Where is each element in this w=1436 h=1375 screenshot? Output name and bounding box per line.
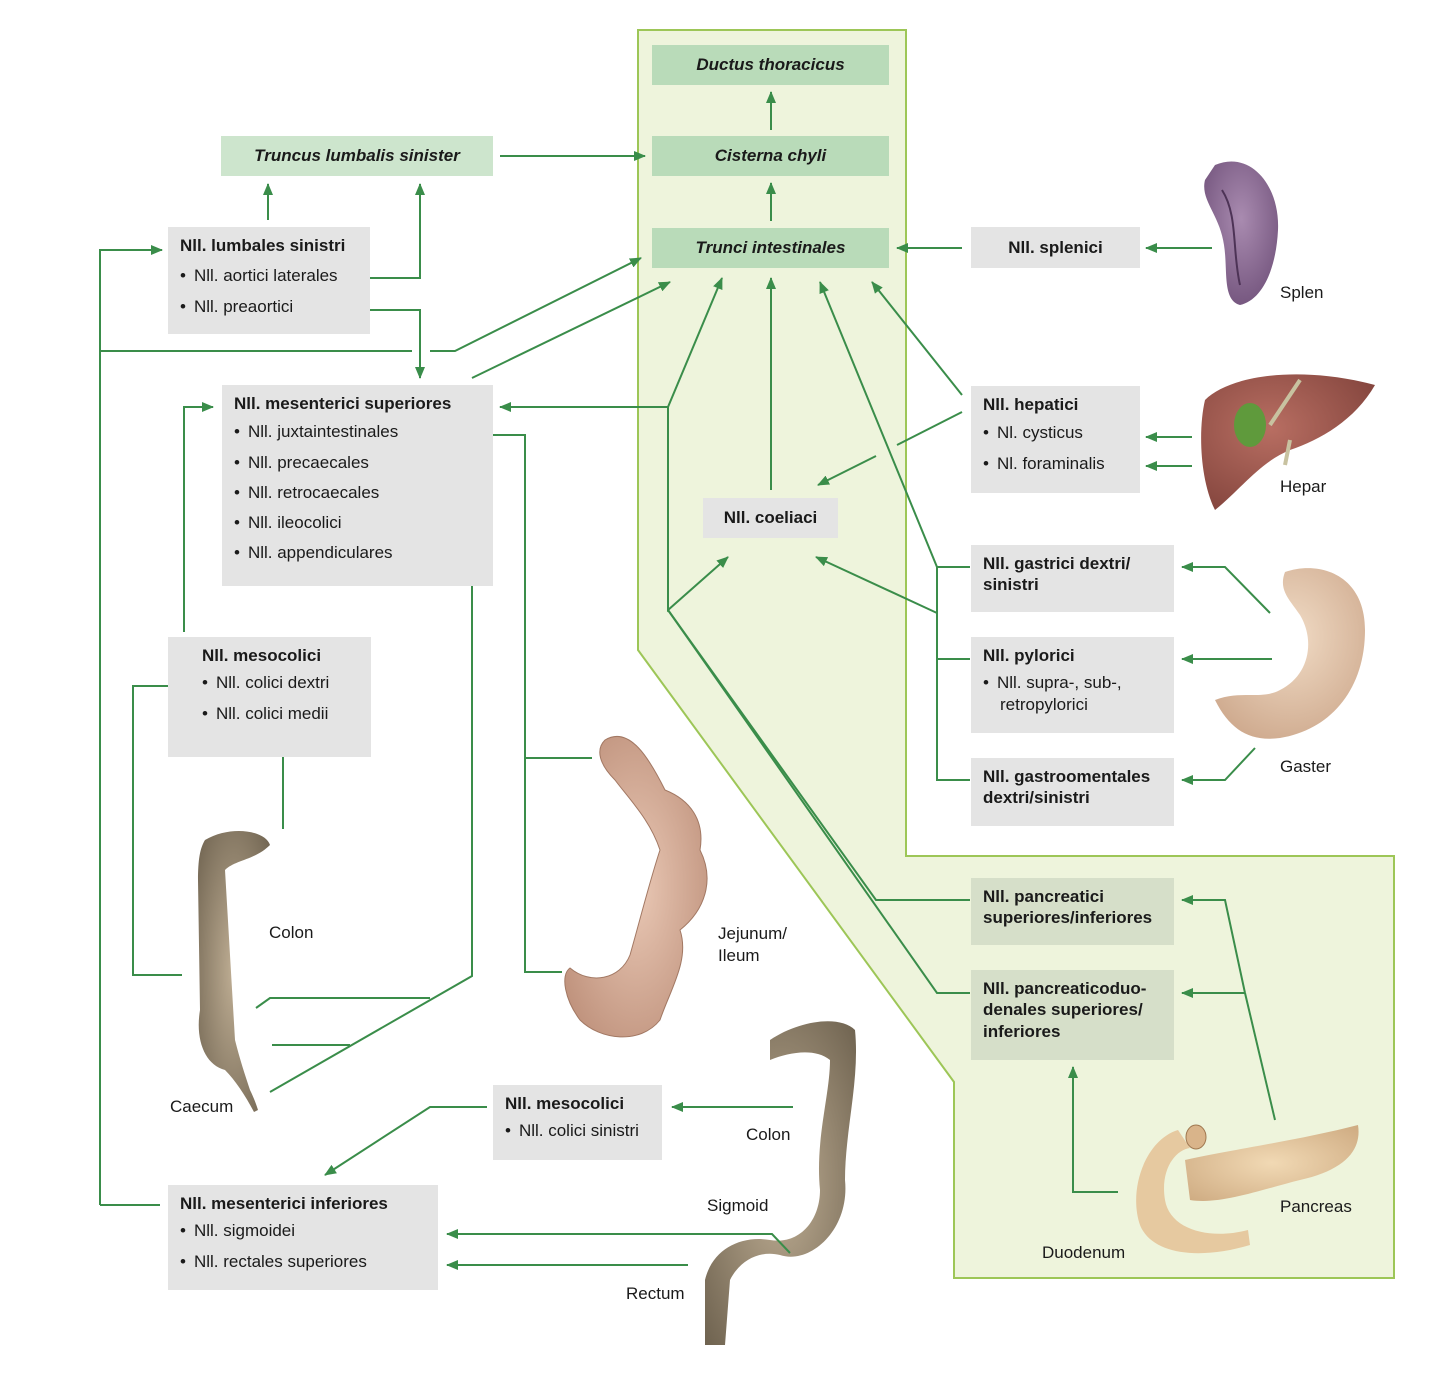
mesenterici-superiores-box: Nll. mesenterici superiores Nll. juxtain… [222,385,493,586]
arrow-duodenum-to-pancreaticoduo [1068,1066,1118,1193]
mesenterici-sup-item: Nll. retrocaecales [234,482,481,503]
gastroomentales-title-1: Nll. gastroomentales [983,767,1151,786]
hepatici-item: Nl. cysticus [983,422,1128,443]
mesenterici-inf-item: Nll. rectales superiores [180,1251,426,1272]
mesocolici-left-item: Nll. colici sinistri [505,1120,650,1141]
colon-left-label: Colon [746,1125,791,1144]
mesenterici-sup-title: Nll. mesenterici superiores [234,394,452,413]
pancreaticoduodenales-box: Nll. pancreaticoduo- denales superiores/… [971,970,1174,1060]
arrow-hub-to-trunci [667,277,723,408]
gastrici-title-1: Nll. gastrici dextri/ [983,554,1131,573]
lumbales-item: Nll. aortici laterales [180,265,358,286]
mesenterici-inf-title: Nll. mesenterici inferiores [180,1194,388,1213]
arrow-hepatici-to-coeliaci [896,411,963,446]
arrow-caecum-bus [269,465,473,1093]
gastrici-title-2: sinistri [983,575,1039,595]
pylorici-item-cont: retropylorici [1000,694,1088,714]
splen-label: Splen [1280,283,1324,302]
arrow-pancreas-to-pancreatici [1244,992,1276,1121]
mesenterici-sup-item: Nll. juxtaintestinales [234,421,481,442]
coeliaci-box: Nll. coeliaci [703,498,838,538]
right-colon-illustration [198,830,270,1112]
spleen-illustration [1204,161,1279,305]
hepatici-item: Nl. foraminalis [983,453,1128,474]
arrow-colon-to-colici-dextri [132,681,195,976]
hepatici-box: Nll. hepatici Nl. cysticus Nl. foraminal… [971,386,1140,493]
arrow-left-bus-to-trunci [99,249,160,1205]
jejunum-label-2: Ileum [718,946,760,965]
mesenterici-sup-item: Nll. appendiculares [234,542,481,563]
arrow-gastric-to-coeliaci [815,556,938,614]
pancreas-label: Pancreas [1280,1197,1352,1216]
stomach-illustration [1215,568,1365,739]
pancreatici-title-1: Nll. pancreatici [983,887,1104,906]
lumbales-item: Nll. preaortici [180,296,358,317]
liver-illustration [1201,374,1375,510]
arrow-stomach-to-gastrici [1181,562,1271,614]
arrow-hepatici-to-trunci [871,281,963,396]
left-colon-illustration [705,1021,857,1345]
gastroomentales-box: Nll. gastroomentales dextri/sinistri [971,758,1174,826]
splenici-box: Nll. splenici [971,227,1140,268]
splenici-title: Nll. splenici [1008,237,1103,257]
trunci-intestinales-label: Trunci intestinales [695,238,846,258]
arrow-gastric-bus [936,566,970,781]
pylorici-item: Nll. supra-, sub-, [983,672,1162,693]
colon-right-label: Colon [269,923,314,942]
mesocolici-right-item: Nll. colici medii [202,703,359,724]
coeliaci-title: Nll. coeliaci [723,508,818,528]
arrow-mesenterici-to-trunci [471,281,671,379]
arrow-mesocolici-to-inferiores [324,1106,487,1176]
arrow-hub-pancreaticoduo [667,609,970,994]
lumbales-title: Nll. lumbales sinistri [180,236,346,255]
mesenterici-sup-item: Nll. ileocolici [234,512,481,533]
gastroomentales-title-2: dextri/sinistri [983,788,1090,808]
pancreaticoduo-title-1: Nll. pancreaticoduo- [983,979,1147,998]
arrow-aortici-to-truncus [358,183,425,279]
mesocolici-right-box: Nll. mesocolici Nll. colici dextri Nll. … [168,637,371,757]
arrow-hub-pancreas [667,609,970,901]
pancreatici-box: Nll. pancreatici superiores/inferiores [971,878,1174,945]
cisterna-chyli-label: Cisterna chyli [714,146,827,166]
arrow-preaortici-to-mesenterici [358,309,425,379]
hepatici-title: Nll. hepatici [983,395,1079,414]
mesenterici-inf-item: Nll. sigmoidei [180,1220,426,1241]
arrow-gastric-to-trunci [819,281,938,568]
mesocolici-right-item: Nll. colici dextri [202,672,359,693]
pancreas-illustration [1136,1124,1359,1254]
duodenum-label: Duodenum [1042,1243,1126,1262]
ductus-thoracicus-label: Ductus thoracicus [696,55,845,75]
sigmoid-label: Sigmoid [707,1196,769,1215]
mesocolici-left-title: Nll. mesocolici [505,1094,625,1113]
mesocolici-left-box: Nll. mesocolici Nll. colici sinistri [493,1085,662,1160]
jejunum-label-1: Jejunum/ [718,924,787,943]
lumbales-sinistri-box: Nll. lumbales sinistri Nll. aortici late… [168,227,370,334]
mesocolici-right-title: Nll. mesocolici [202,646,322,665]
caecum-label: Caecum [170,1097,234,1116]
trunci-intestinales-box: Trunci intestinales [652,228,889,268]
retroperitoneal-zone [637,29,1395,1279]
mesenterici-sup-item: Nll. precaecales [234,452,481,473]
arrow-group [99,91,1276,1270]
gaster-label: Gaster [1280,757,1332,776]
rectum-label: Rectum [626,1284,685,1303]
cisterna-chyli-box: Cisterna chyli [652,136,889,176]
pancreaticoduo-title-2: denales superiores/ [983,1000,1143,1020]
arrow-sigmoid-to-sigmoidei [446,1229,791,1254]
truncus-lumbalis-box: Truncus lumbalis sinister [221,136,493,176]
pylorici-title: Nll. pylorici [983,646,1075,665]
pancreaticoduo-title-3: inferiores [983,1021,1061,1041]
pylorici-box: Nll. pylorici Nll. supra-, sub-, retropy… [971,637,1174,733]
pancreatici-title-2: superiores/inferiores [983,908,1153,928]
hepar-label: Hepar [1280,477,1327,496]
gastrici-box: Nll. gastrici dextri/ sinistri [971,545,1174,612]
jejunum-ileum-illustration [564,735,708,1038]
arrow-stomach-to-gastroomentales [1181,747,1256,785]
arrow-mesocolici-to-mesenterici [183,402,214,632]
truncus-lumbalis-label: Truncus lumbalis sinister [254,146,460,166]
ductus-thoracicus-box: Ductus thoracicus [652,45,889,85]
mesenterici-inferiores-box: Nll. mesenterici inferiores Nll. sigmoid… [168,1185,438,1290]
